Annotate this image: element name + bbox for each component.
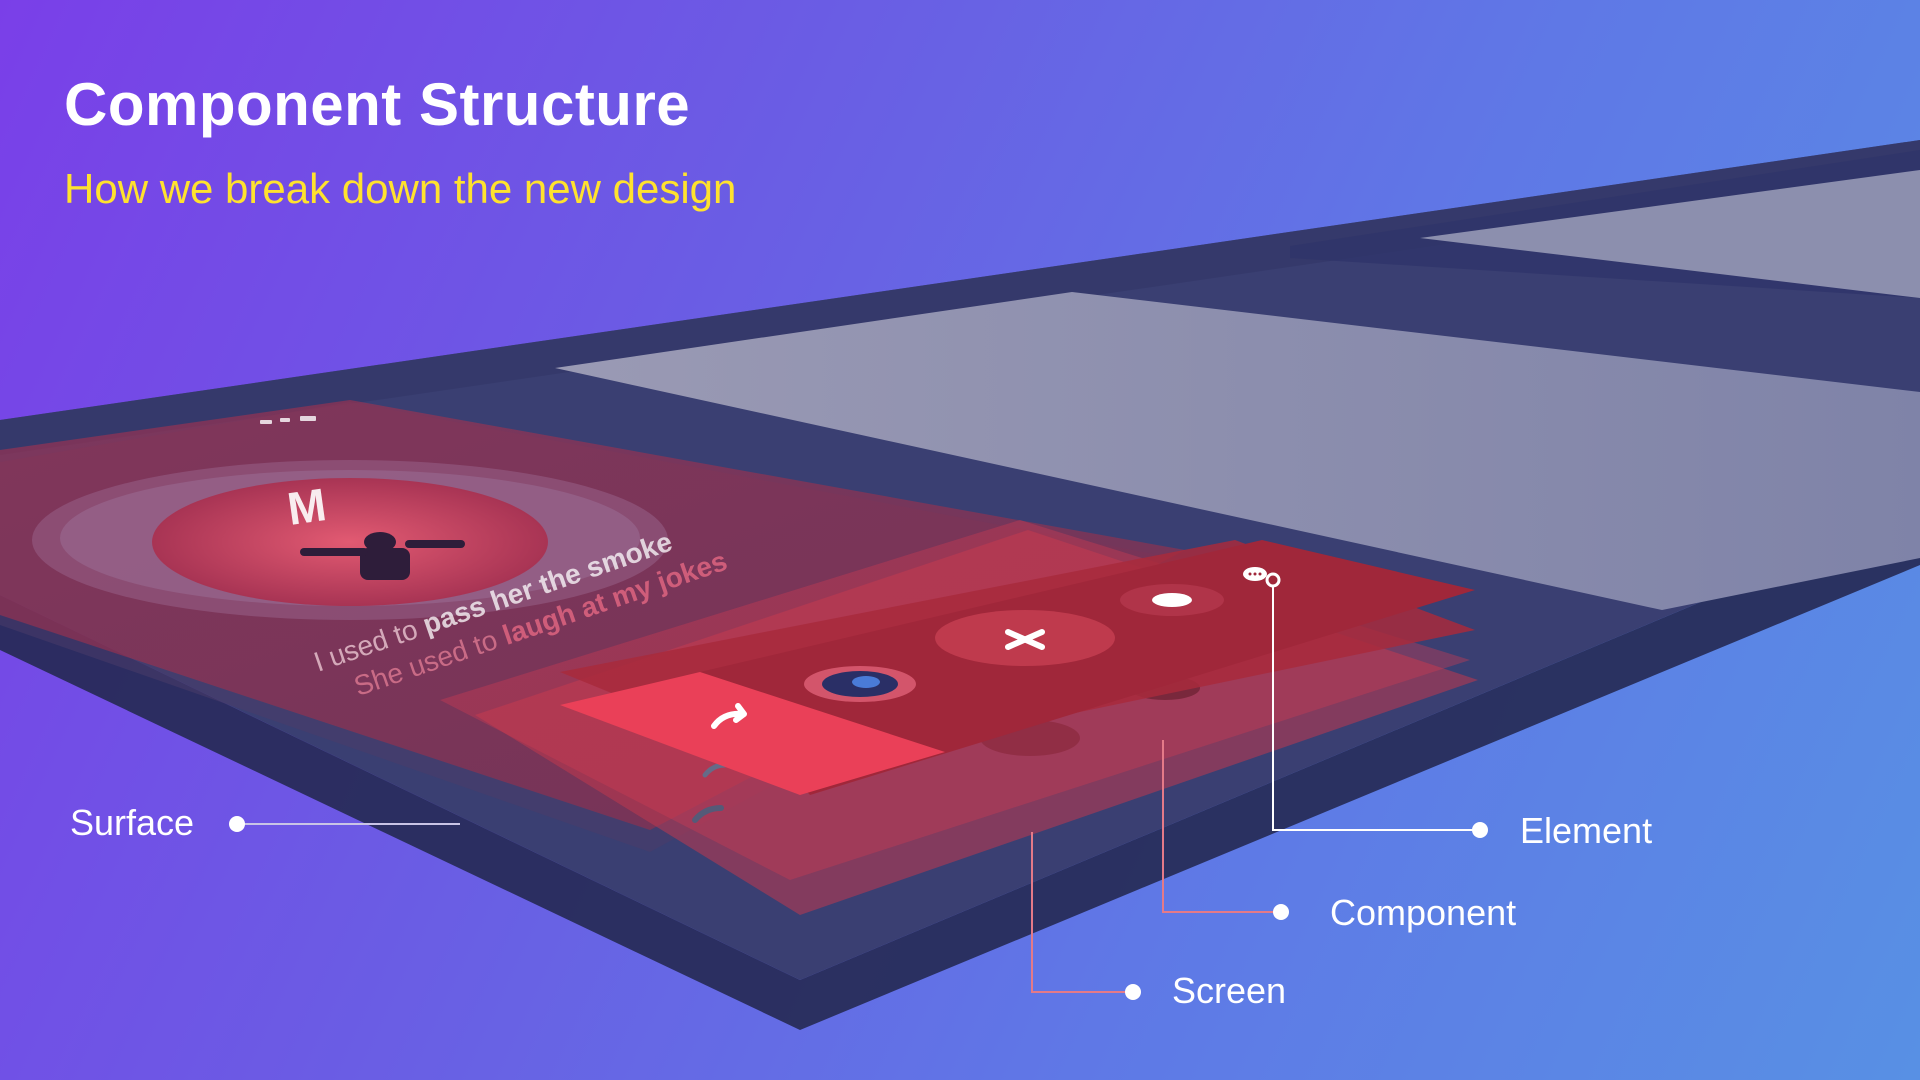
screen-leader <box>1031 832 1141 1000</box>
share-button[interactable] <box>560 672 945 795</box>
surface-leader <box>229 816 460 832</box>
share-icon[interactable] <box>711 703 747 729</box>
page-title: Component Structure <box>64 71 691 138</box>
close-button[interactable] <box>935 610 1115 666</box>
component-label: Component <box>1330 892 1517 933</box>
svg-text:M: M <box>284 478 329 535</box>
status-bar-icons <box>260 416 316 424</box>
placeholder-screen-small <box>1420 170 1920 298</box>
app-screen-surface: M I used to pass her the smoke She used … <box>0 400 1185 852</box>
chat-bubble-icon[interactable] <box>1243 567 1267 581</box>
placeholder-screen-large <box>555 292 1920 610</box>
close-icon[interactable] <box>1005 629 1045 650</box>
element-leader <box>1265 572 1488 838</box>
clap-icon[interactable] <box>1152 593 1192 607</box>
share-icon-ghost-2 <box>692 805 724 823</box>
album-artwork: M <box>32 460 668 620</box>
screen-label: Screen <box>1172 970 1287 1011</box>
logo-mark: M <box>284 478 329 535</box>
page-subtitle: How we break down the new design <box>64 165 737 212</box>
clap-button[interactable] <box>1120 584 1224 616</box>
placeholder-panels <box>555 150 1920 610</box>
performer-figure <box>300 532 465 580</box>
component-layer <box>560 540 1475 795</box>
leader-lines <box>229 572 1488 1000</box>
avatar[interactable] <box>804 666 916 702</box>
element-label: Element <box>1520 810 1653 851</box>
component-leader <box>1162 740 1289 920</box>
surface-label: Surface <box>70 802 195 843</box>
